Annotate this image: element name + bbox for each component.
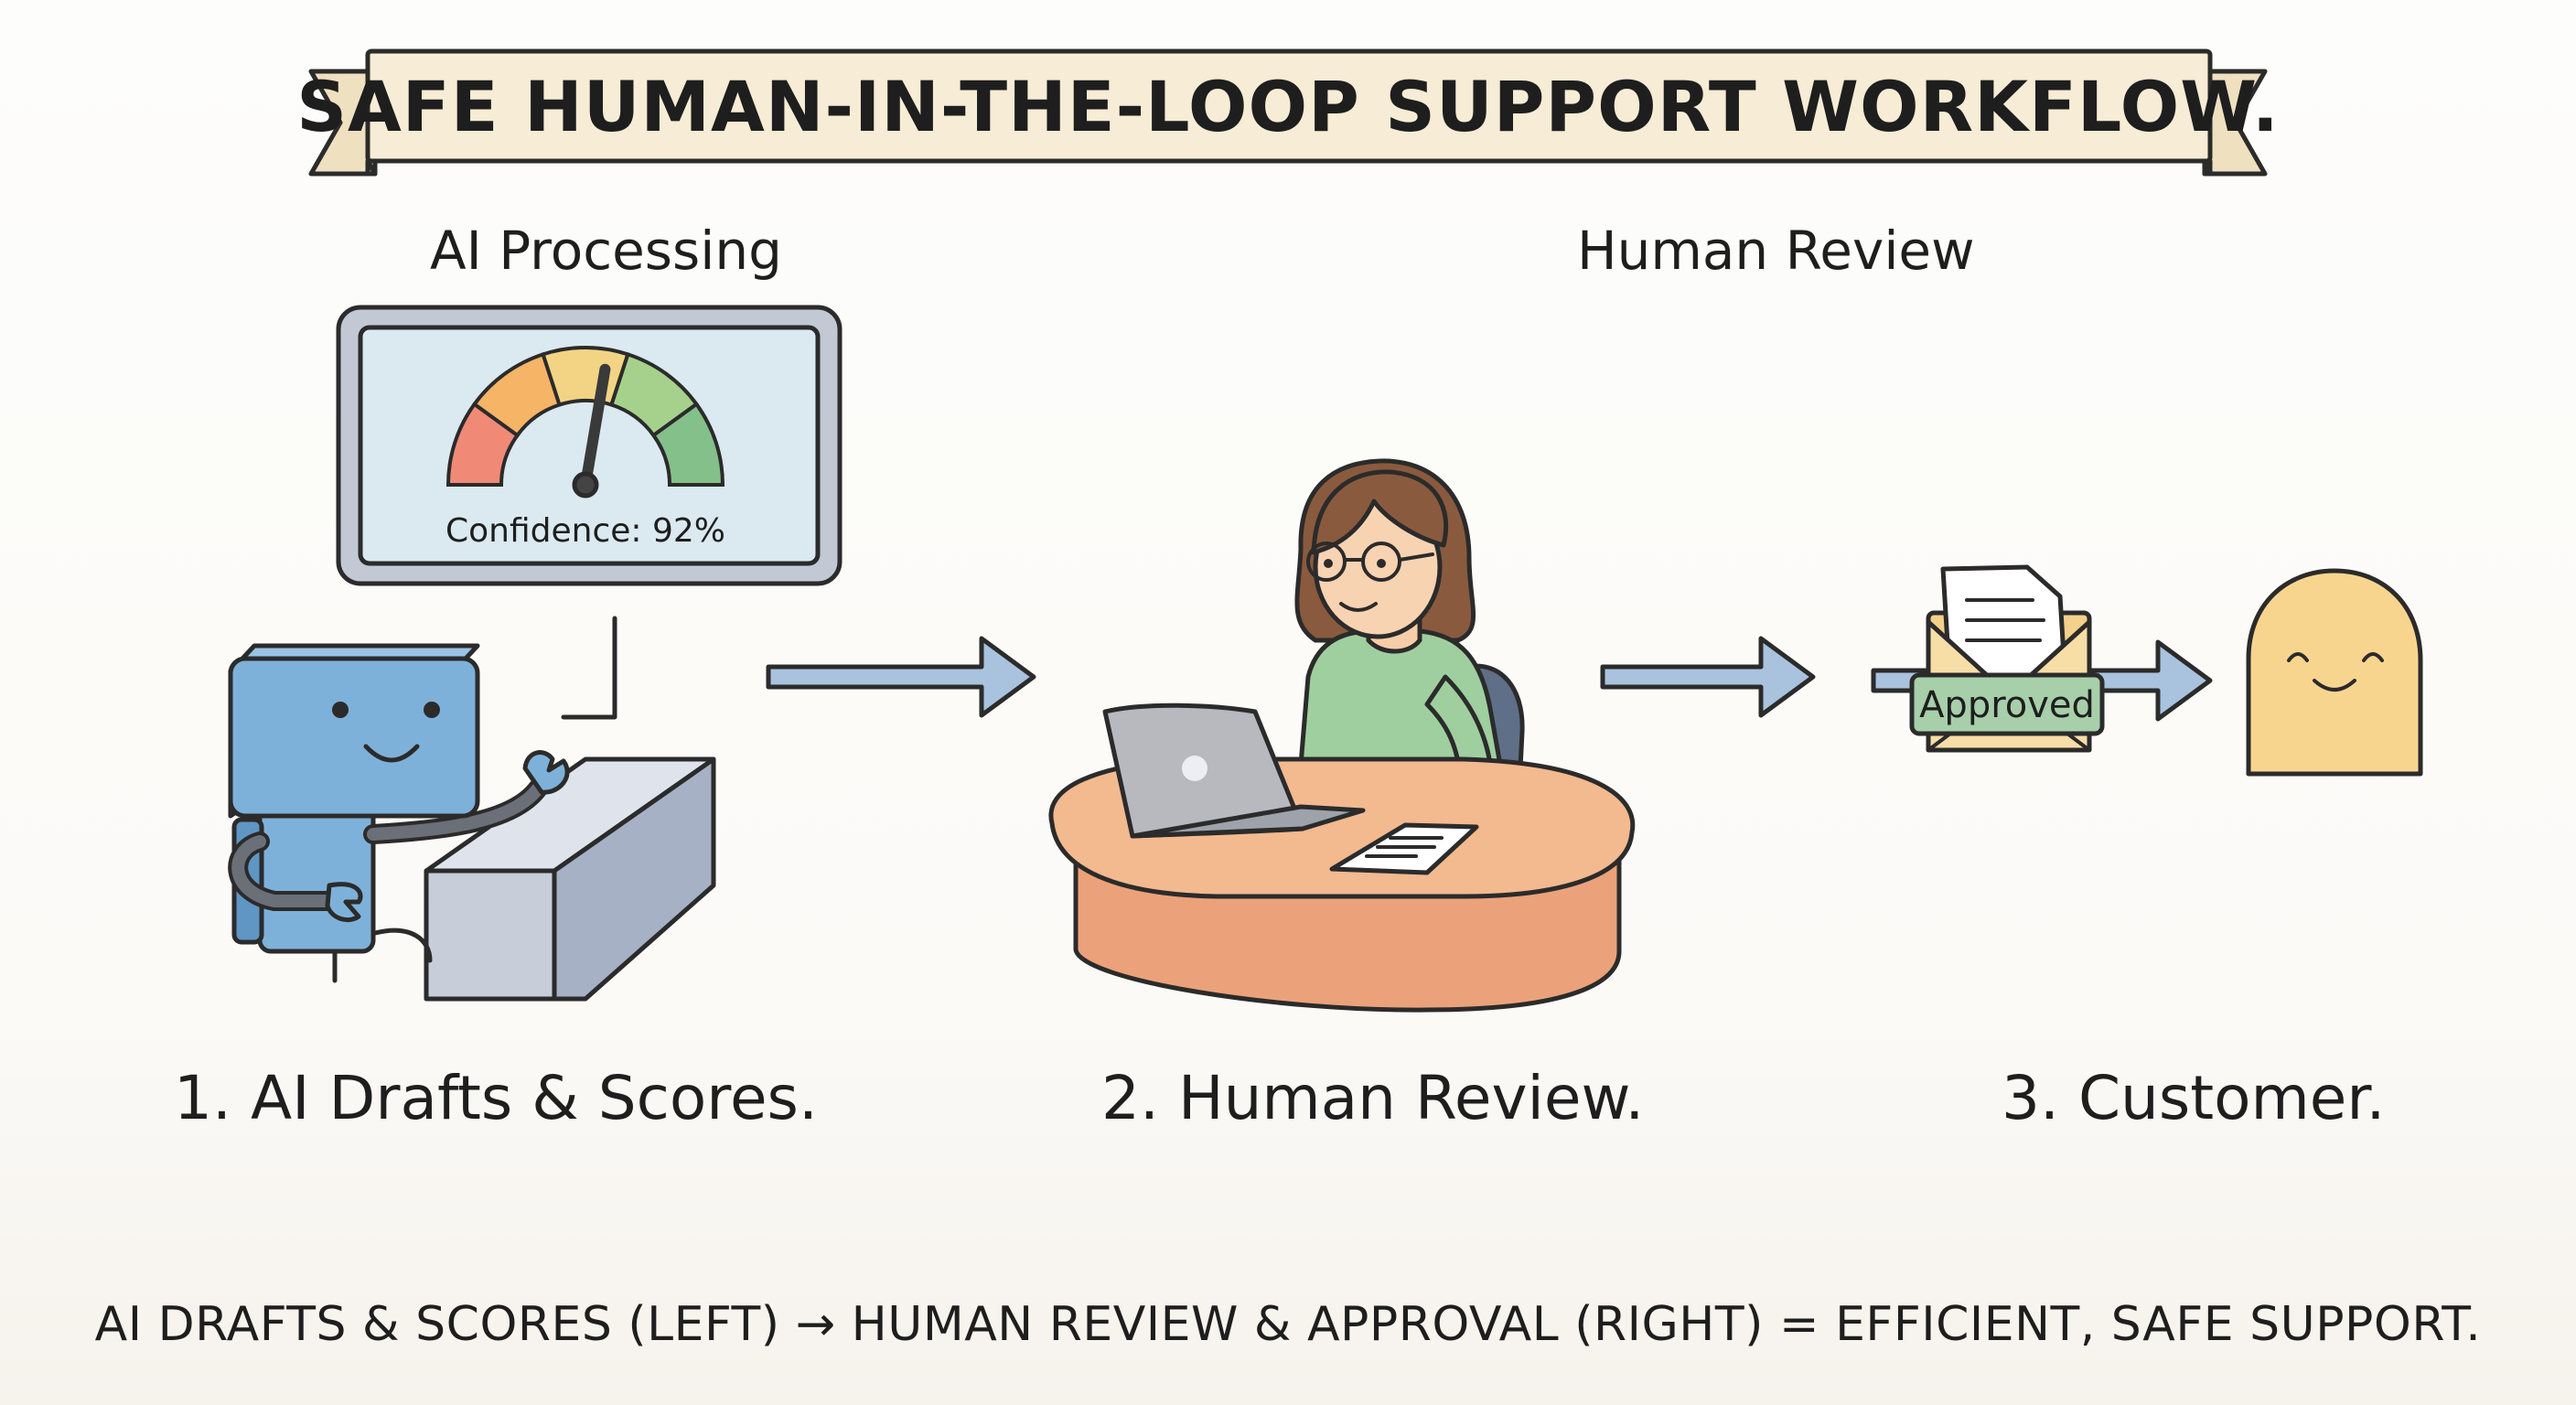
customer-body [2246,568,2423,777]
customer-eye-left [2287,652,2309,662]
robot-eye-right [424,702,440,718]
robot-smile [363,744,420,763]
page-title: SAFE HUMAN-IN-THE-LOOP SUPPORT WORKFLOW. [296,66,2280,147]
step-caption-ai-drafts: 1. AI Drafts & Scores. [174,1063,818,1133]
arrow-ai-to-human [766,636,1036,718]
glasses-bridge [1343,552,1434,562]
robot-arm-left-fill [231,835,336,907]
robot-desk-side [552,756,716,1002]
robot-claw-right [522,750,570,795]
monitor-connector [561,616,617,720]
reviewer-smile [1339,602,1378,612]
reviewer-eye-left [1324,559,1333,568]
robot-desk-front [424,868,557,1002]
robot-head [228,656,480,819]
customer-smile [2313,679,2356,692]
gauge-segment [650,402,725,487]
approved-badge-text: Approved [1919,684,2095,726]
robot-station [228,643,716,1002]
robot-arm-right-fill [367,782,544,841]
reviewer-eye-right [1377,559,1386,568]
robot-leg [332,928,433,983]
laptop-base [1130,804,1366,839]
robot-body [257,802,376,954]
gauge-needle [580,363,611,490]
title-banner [308,48,2268,177]
footer-summary: AI DRAFTS & SCORES (LEFT) → HUMAN REVIEW… [94,1297,2482,1352]
laptop-logo [1182,756,1208,781]
human-reviewer-station [1048,458,1636,1013]
confidence-label: Confidence: 92% [445,512,725,550]
confidence-monitor [336,305,843,586]
customer-eye-right [2362,652,2384,662]
robot-eye-left [332,702,349,718]
document-lines [1365,836,1444,858]
arrow-human-to-envelope [1600,636,1816,718]
gauge-pivot [572,471,599,499]
banner-fold-right [2202,158,2213,177]
reviewer-hair-bangs [1311,469,1449,555]
confidence-gauge [445,346,725,490]
robot-claw-left [325,882,363,922]
section-label-ai-processing: AI Processing [430,220,782,282]
approved-envelope [1909,564,2105,753]
section-label-human-review: Human Review [1577,220,1975,282]
approved-badge [1909,672,2105,736]
step-caption-human-review: 2. Human Review. [1101,1063,1645,1133]
banner-fold-left [365,158,378,177]
step-caption-customer: 3. Customer. [2002,1063,2386,1133]
banner-ribbon-left [308,69,378,177]
letter-lines [1965,598,2045,642]
banner-body [365,48,2213,164]
customer-character [2246,568,2423,777]
